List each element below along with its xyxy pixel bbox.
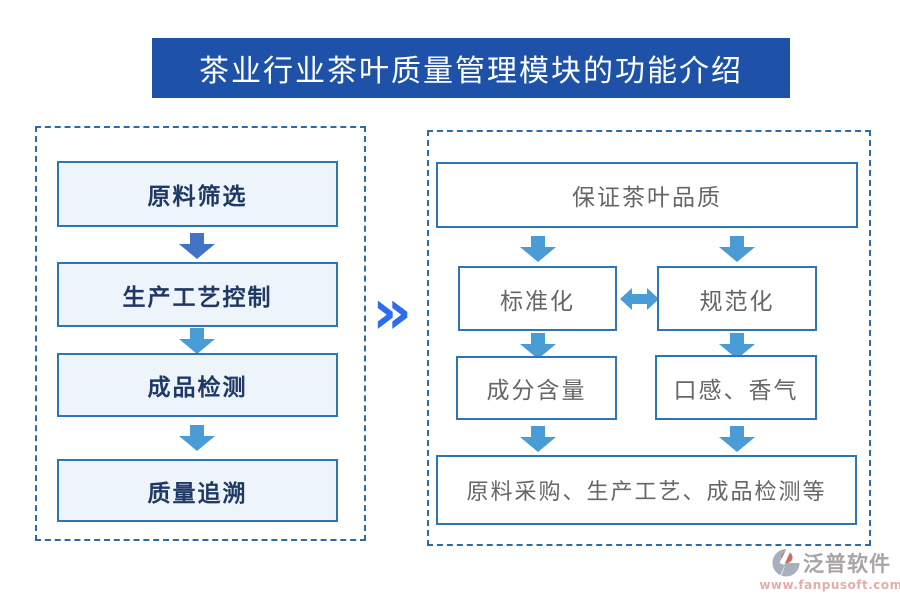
flow-box-taste-aroma: 口感、香气 [655, 355, 817, 420]
down-arrow-icon [179, 328, 215, 354]
flow-box-label: 原料采购、生产工艺、成品检测等 [466, 480, 827, 505]
flow-box-label: 生产工艺控制 [122, 283, 273, 311]
down-arrow-icon [719, 426, 755, 452]
vendor-logo: 泛普软件 www.fanpusoft.com [759, 548, 900, 592]
flow-box-label: 成品检测 [147, 374, 248, 401]
flow-box-procurement-process-inspection: 原料采购、生产工艺、成品检测等 [436, 455, 857, 525]
flow-box-standardization: 标准化 [458, 266, 617, 331]
flow-box-label: 口感、香气 [673, 377, 799, 404]
flow-box-label: 原料筛选 [147, 183, 248, 210]
fanpu-logo-icon [771, 548, 801, 578]
down-arrow-icon [520, 333, 556, 359]
flow-box-guarantee-tea-quality: 保证茶叶品质 [436, 162, 858, 228]
flow-box-raw-material-screening: 原料筛选 [57, 161, 338, 227]
flow-box-label: 保证茶叶品质 [572, 185, 722, 211]
flow-box-quality-traceability: 质量追溯 [57, 459, 338, 522]
down-arrow-icon [719, 236, 755, 262]
down-arrow-icon [520, 236, 556, 262]
flow-box-label: 成分含量 [486, 378, 587, 404]
logo-website-text: www.fanpusoft.com [759, 578, 900, 592]
flow-box-normalization: 规范化 [657, 266, 817, 331]
flow-box-label: 标准化 [500, 288, 575, 315]
down-arrow-icon [179, 425, 215, 451]
flow-box-production-process-control: 生产工艺控制 [57, 262, 338, 327]
flow-box-label: 规范化 [699, 288, 775, 315]
down-arrow-icon [520, 426, 556, 452]
down-arrow-icon [179, 233, 215, 259]
title-banner: 茶业行业茶叶质量管理模块的功能介绍 [152, 38, 790, 98]
left-flow-panel [35, 126, 366, 541]
right-flow-panel [427, 130, 871, 546]
logo-brand-text: 泛普软件 [803, 551, 891, 576]
left-right-arrow-icon [620, 288, 659, 310]
flow-box-ingredient-content: 成分含量 [456, 356, 617, 420]
flow-box-finished-product-inspection: 成品检测 [57, 353, 338, 417]
page-title: 茶业行业茶叶质量管理模块的功能介绍 [199, 54, 743, 89]
flow-box-label: 质量追溯 [147, 479, 248, 507]
double-chevron-icon: » [371, 275, 413, 348]
